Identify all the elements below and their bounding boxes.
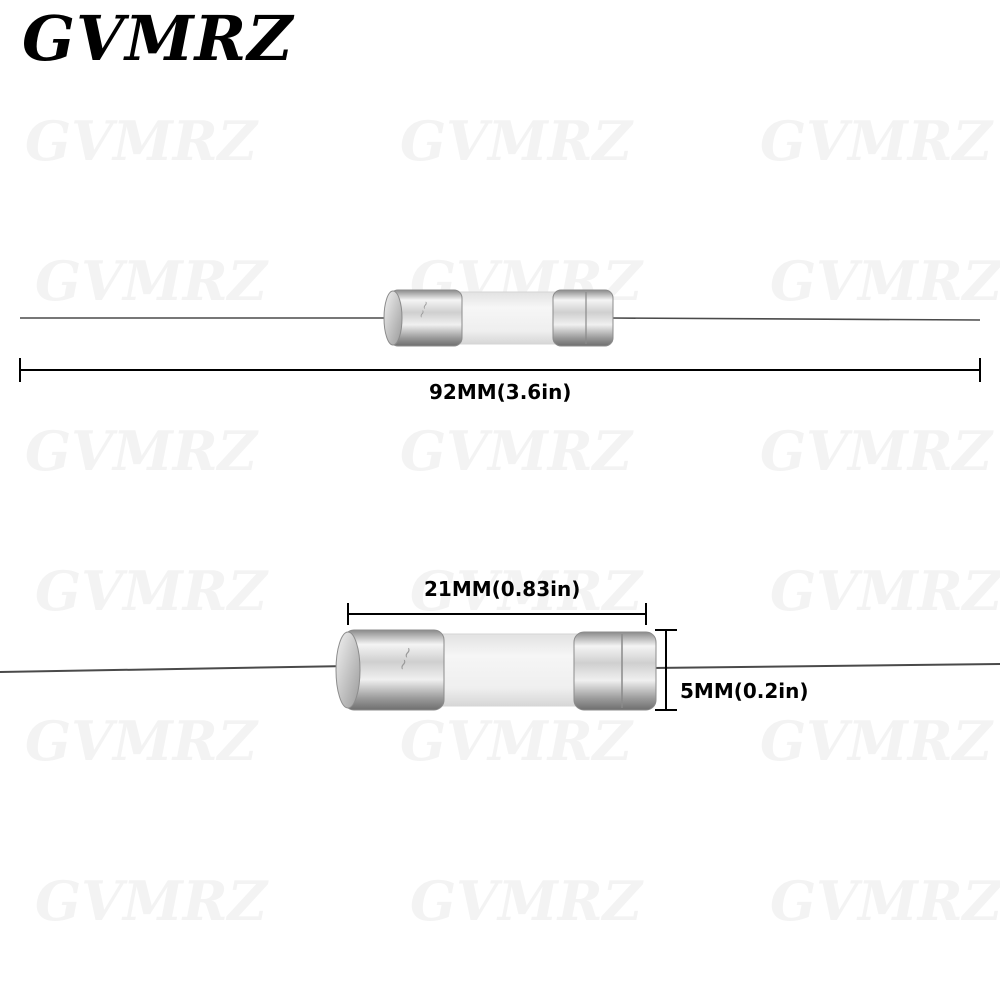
lead-wire-right (609, 317, 981, 321)
watermark-text: GVMRZ (410, 559, 645, 623)
watermark-text: GVMRZ (400, 709, 635, 773)
watermark-text: GVMRZ (35, 559, 270, 623)
watermark-text: GVMRZ (760, 709, 995, 773)
brand-logo: GVMRZ (22, 2, 294, 75)
body-length-label: 21MM(0.83in) (424, 577, 581, 601)
overall-length-label: 92MM(3.6in) (429, 380, 572, 404)
lead-wire-left (0, 665, 351, 673)
end-cap-right (552, 289, 614, 347)
watermark-text: GVMRZ (760, 109, 995, 173)
end-cap-right (573, 631, 657, 711)
diameter-label: 5MM(0.2in) (680, 679, 809, 703)
watermark-text: GVMRZ (760, 419, 995, 483)
watermark-text: GVMRZ (410, 869, 645, 933)
end-cap-left: ~~ (335, 629, 445, 711)
watermark-text: GVMRZ (770, 869, 1000, 933)
watermark-text: GVMRZ (770, 559, 1000, 623)
watermark-text: GVMRZ (35, 249, 270, 313)
lead-wire-right (651, 663, 1000, 669)
watermark-text: GVMRZ (25, 419, 260, 483)
diameter-dimension (655, 629, 677, 711)
end-cap-left: ~~ (383, 289, 463, 347)
fuse-bottom: ~~ (0, 629, 1000, 711)
ceramic-body (433, 633, 585, 707)
watermark-text: GVMRZ (25, 709, 260, 773)
watermark-text: GVMRZ (770, 249, 1000, 313)
watermark-text: GVMRZ (400, 419, 635, 483)
overall-length-dimension (19, 358, 981, 382)
watermark-text: GVMRZ (25, 109, 260, 173)
body-length-dimension (347, 603, 647, 625)
ceramic-body (454, 291, 561, 345)
fuse-top: ~~ (20, 289, 981, 347)
watermark-text: GVMRZ (35, 869, 270, 933)
svg-text:~~: ~~ (414, 299, 433, 321)
watermark-text: GVMRZ (400, 109, 635, 173)
